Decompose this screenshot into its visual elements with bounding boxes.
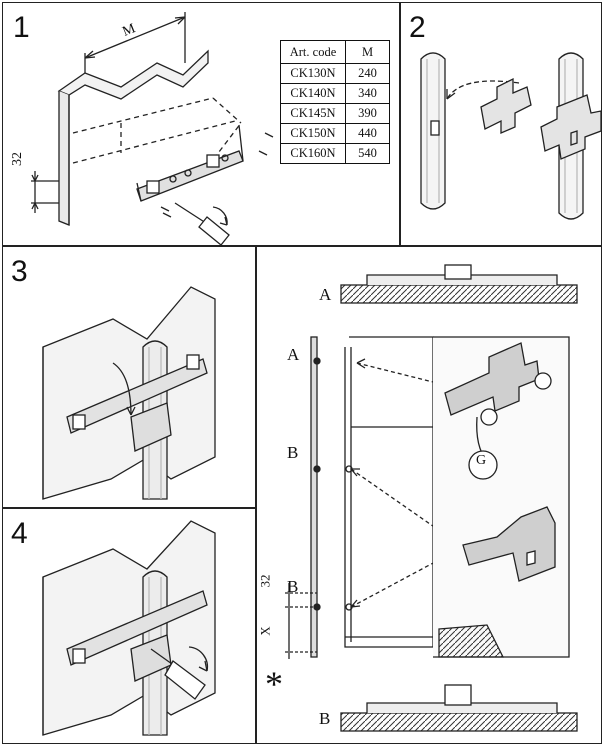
column-header-m: M [345, 40, 390, 64]
panel-installation-diagram: A A B B B G 32 X * [256, 246, 602, 744]
installation-diagram-illustration [285, 264, 578, 732]
label-b-post-lower: B [287, 577, 299, 596]
panel-step-3: 3 [2, 246, 256, 508]
label-b-bottom: B [319, 709, 331, 728]
table-row: CK160N 540 [280, 143, 390, 164]
dimension-32-label-post: 32 [257, 574, 273, 588]
table-cell-code: CK150N [280, 123, 346, 144]
table-cell-m: 240 [345, 63, 390, 84]
panel-step-4: 4 [2, 508, 256, 744]
table-cell-code: CK140N [280, 83, 346, 104]
table-cell-m: 390 [345, 103, 390, 124]
panel-step-1: 1 [2, 2, 400, 246]
label-g: G [476, 453, 487, 468]
column-header-art-code: Art. code [280, 40, 346, 64]
table-row: CK145N 390 [280, 103, 390, 124]
asterisk-mark: * [265, 664, 283, 704]
label-b-post-upper: B [287, 443, 299, 462]
step-4-illustration [42, 520, 216, 736]
table-row: CK140N 340 [280, 83, 390, 104]
step-1-illustration [31, 12, 274, 245]
step-number-1: 1 [13, 11, 30, 44]
table-cell-code: CK130N [280, 63, 346, 84]
table-row: CK150N 440 [280, 123, 390, 144]
dimension-32-label: 32 [10, 152, 25, 166]
table-row: CK130N 240 [280, 63, 390, 84]
label-a-post: A [287, 345, 300, 364]
step-3-illustration [42, 286, 216, 500]
table-cell-m: 440 [345, 123, 390, 144]
table-cell-m: 340 [345, 83, 390, 104]
step-number-3: 3 [11, 255, 28, 288]
table-cell-code: CK160N [280, 143, 346, 164]
table-cell-m: 540 [345, 143, 390, 164]
step-2-illustration [420, 52, 601, 220]
table-cell-code: CK145N [280, 103, 346, 124]
dimension-x-label: X [257, 626, 273, 636]
step-number-2: 2 [409, 11, 426, 44]
step-number-4: 4 [11, 517, 28, 550]
label-a-top: A [319, 285, 332, 304]
table-header-row: Art. code M [280, 40, 390, 64]
panel-step-2: 2 [400, 2, 602, 246]
article-code-table: Art. code M CK130N 240 CK140N 340 CK145N… [280, 40, 390, 164]
